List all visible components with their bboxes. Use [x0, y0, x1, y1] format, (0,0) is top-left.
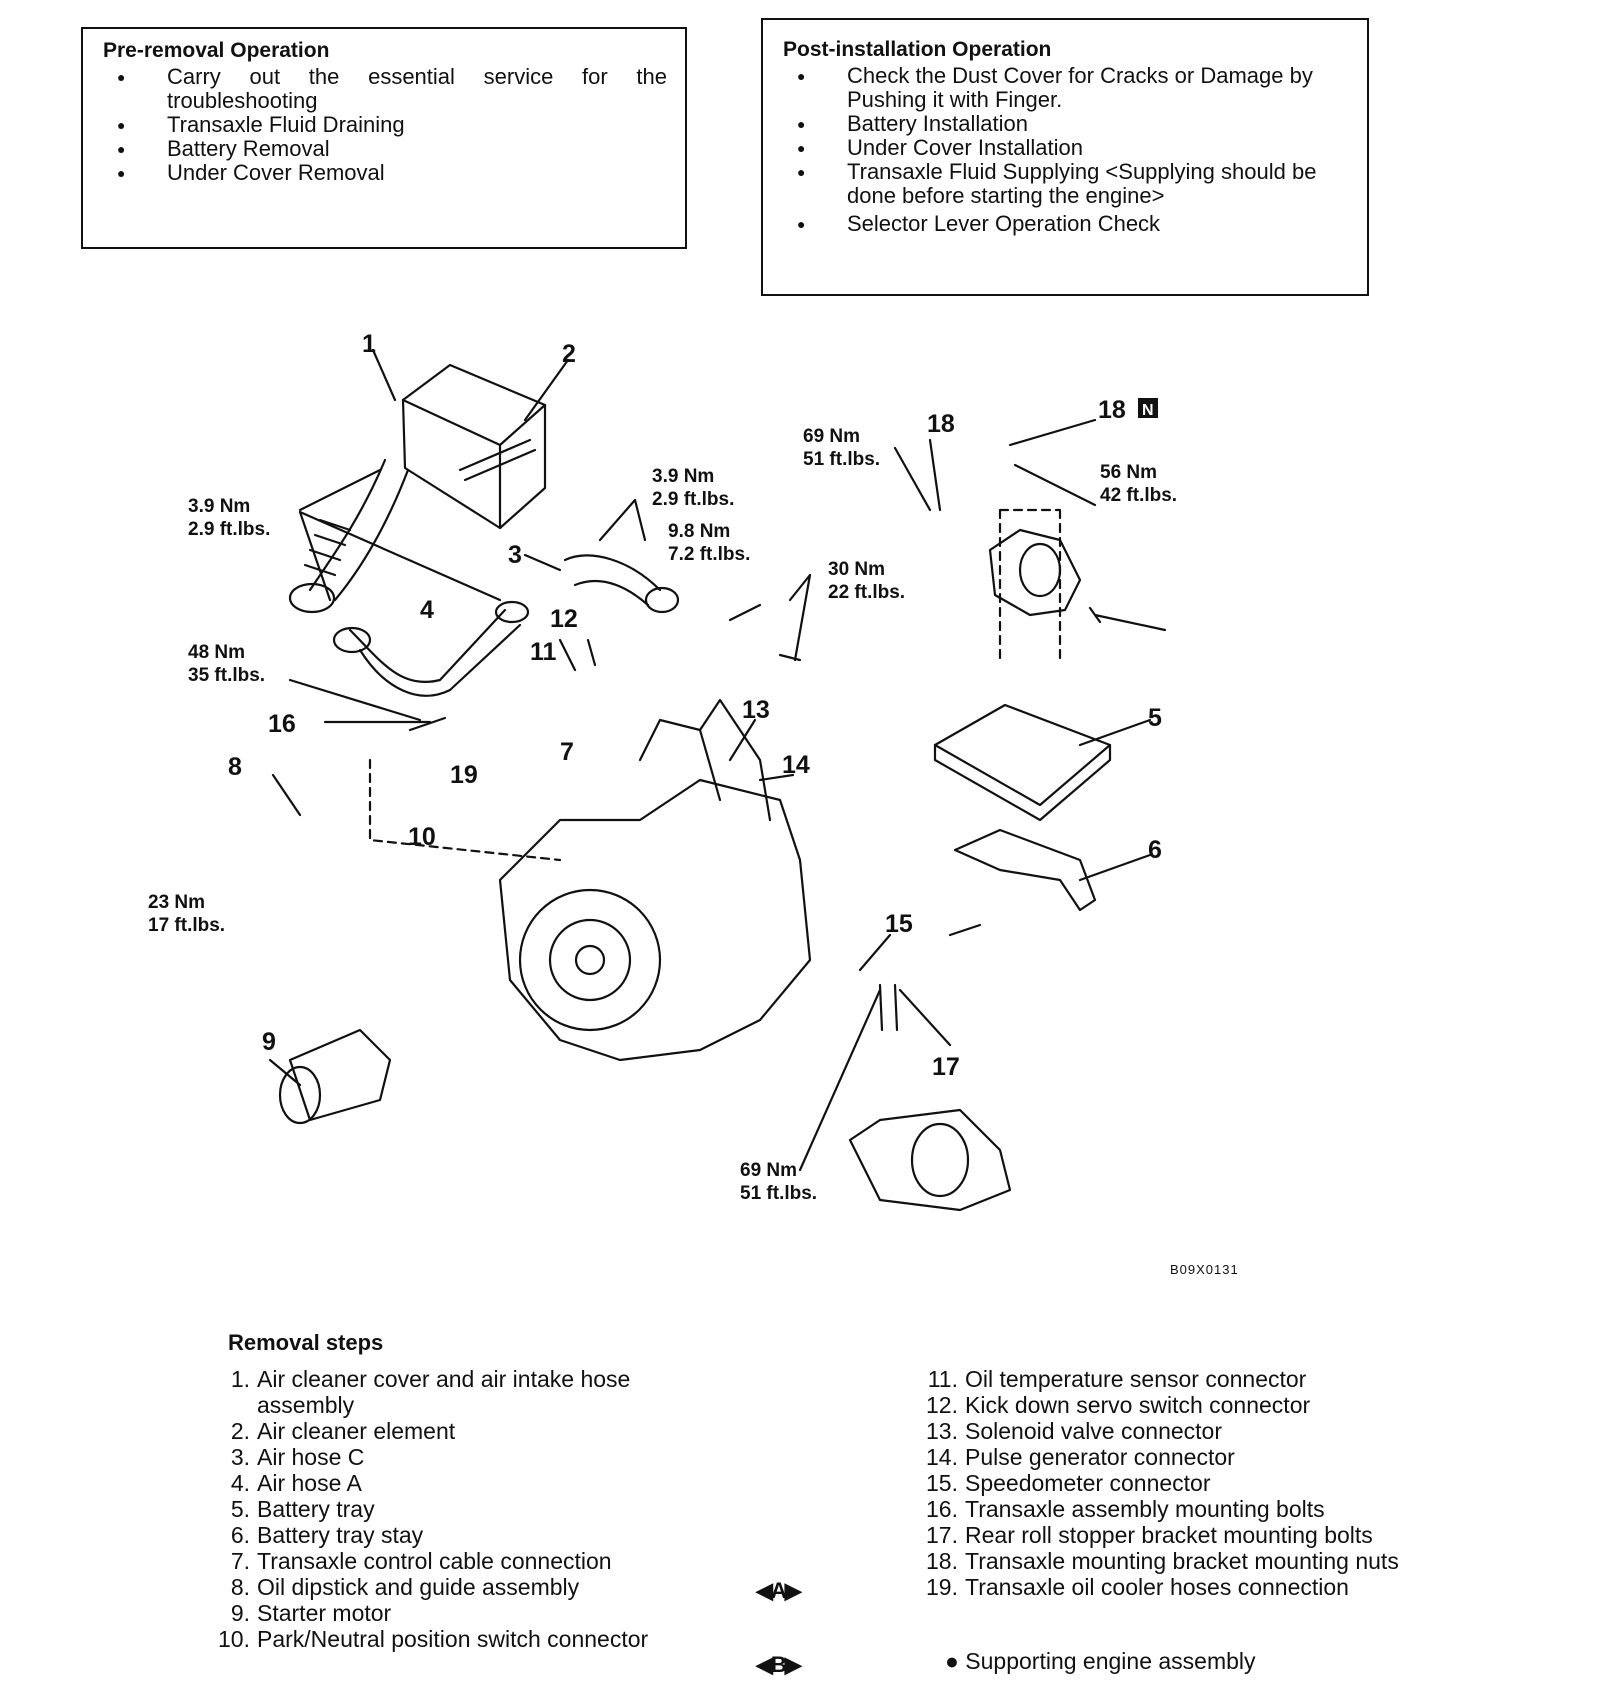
part-label: 10	[408, 823, 436, 851]
roll-stopper-bracket-shape	[848, 1108, 1012, 1212]
part-label: 13	[742, 696, 770, 724]
part-label: 7	[560, 738, 574, 766]
list-item: 3.Air hose C	[230, 1444, 365, 1470]
list-item: Under Cover Removal	[103, 161, 667, 186]
list-item: 16.Transaxle assembly mounting bolts	[926, 1496, 1325, 1522]
battery-tray-shape	[933, 703, 1112, 807]
pre-removal-box: Pre-removal Operation Carry out the esse…	[81, 27, 687, 249]
post-installation-box: Post-installation Operation Check the Du…	[761, 18, 1369, 296]
list-item: 19.Transaxle oil cooler hoses connection	[926, 1574, 1349, 1600]
post-installation-list: Check the Dust Cover for Cracks or Damag…	[783, 64, 1349, 237]
torque-value: 51 ft.lbs.	[740, 1183, 817, 1204]
torque-value: 17 ft.lbs.	[148, 915, 225, 936]
list-item: 9.Starter motor	[230, 1600, 392, 1626]
torque-value: 69 Nm	[740, 1160, 797, 1181]
part-label: 5	[1148, 704, 1162, 732]
list-item: Carry out the essential service for the …	[103, 65, 667, 113]
list-item: 17.Rear roll stopper bracket mounting bo…	[926, 1522, 1373, 1548]
list-item: 12.Kick down servo switch connector	[926, 1392, 1311, 1418]
list-item: Battery Installation	[783, 112, 1349, 137]
part-label: 12	[550, 605, 578, 633]
part-label: 19	[450, 761, 478, 789]
sub-bullet-item: ● Supporting engine assembly	[945, 1648, 1256, 1674]
step-marker-a: ◀A▶	[756, 1578, 802, 1603]
part-label: 8	[228, 753, 242, 781]
removal-steps-right: 11.Oil temperature sensor connector 12.K…	[904, 1366, 1424, 1600]
part-label: 16	[268, 710, 296, 738]
part-label: 18	[1098, 396, 1126, 424]
torque-value: 42 ft.lbs.	[1100, 485, 1177, 506]
part-label: 18	[927, 410, 955, 438]
part-label: 15	[885, 910, 913, 938]
torque-value: 3.9 Nm	[652, 466, 714, 487]
torque-value: 35 ft.lbs.	[188, 665, 265, 686]
part-label: 1	[362, 330, 376, 358]
starter-motor-shape	[288, 1028, 392, 1122]
torque-value: 48 Nm	[188, 642, 245, 663]
transaxle-exploded-diagram: 1 2 3 4 5 6 7 8 9 10 11 12 13 14 15 16 1…	[148, 330, 1177, 1212]
list-item: 1.Air cleaner cover and air intake hose …	[230, 1366, 631, 1418]
list-item: Transaxle Fluid Supplying <Supplying sho…	[783, 160, 1349, 208]
step-marker-b: ◀B▶	[756, 1652, 802, 1677]
list-item: 18.Transaxle mounting bracket mounting n…	[926, 1548, 1399, 1574]
figure-code: B09X0131	[1170, 1262, 1239, 1277]
part-label: 9	[262, 1028, 276, 1056]
list-item: 10.Park/Neutral position switch connecto…	[218, 1626, 649, 1652]
air-cleaner-shape	[401, 363, 547, 530]
torque-labels: 3.9 Nm 2.9 ft.lbs. 3.9 Nm 2.9 ft.lbs. 9.…	[148, 426, 1177, 1204]
list-item: Transaxle Fluid Draining	[103, 113, 667, 138]
new-part-mark	[1138, 398, 1158, 418]
torque-value: 9.8 Nm	[668, 521, 730, 542]
list-item: 2.Air cleaner element	[230, 1418, 456, 1444]
torque-value: 7.2 ft.lbs.	[668, 544, 750, 565]
new-part-mark-letter: N	[1142, 402, 1154, 419]
removal-steps-left: 1.Air cleaner cover and air intake hose …	[212, 1366, 692, 1652]
intake-hose-shape	[308, 458, 410, 602]
torque-value: 3.9 Nm	[188, 496, 250, 517]
torque-value: 56 Nm	[1100, 462, 1157, 483]
torque-value: 30 Nm	[828, 559, 885, 580]
mounting-bracket-shape	[988, 528, 1082, 617]
part-label: 17	[932, 1053, 960, 1081]
air-hose-c-shape	[563, 554, 662, 607]
list-item: 15.Speedometer connector	[926, 1470, 1211, 1496]
torque-value: 51 ft.lbs.	[803, 449, 880, 470]
list-item: Battery Removal	[103, 137, 667, 162]
part-label: 3	[508, 541, 522, 569]
list-item: 13.Solenoid valve connector	[926, 1418, 1222, 1444]
list-item: 11.Oil temperature sensor connector	[927, 1366, 1307, 1392]
part-label: 14	[782, 751, 810, 779]
list-item: Selector Lever Operation Check	[783, 212, 1349, 237]
torque-value: 23 Nm	[148, 892, 205, 913]
torque-value: 22 ft.lbs.	[828, 582, 905, 603]
part-label: 11	[530, 638, 557, 666]
part-label: 2	[562, 340, 576, 368]
pre-removal-title: Pre-removal Operation	[103, 39, 330, 62]
list-item: 4.Air hose A	[230, 1470, 362, 1496]
battery-tray-stay-shape	[953, 828, 1097, 912]
air-hose-a-shape	[348, 608, 522, 697]
post-installation-title: Post-installation Operation	[783, 38, 1052, 61]
torque-value: 69 Nm	[803, 426, 860, 447]
pre-removal-list: Carry out the essential service for the …	[103, 65, 667, 186]
removal-steps-title: Removal steps	[228, 1330, 384, 1355]
list-item: Under Cover Installation	[783, 136, 1349, 161]
list-item: 6.Battery tray stay	[230, 1522, 424, 1548]
part-labels: 1 2 3 4 5 6 7 8 9 10 11 12 13 14 15 16 1…	[228, 330, 1162, 1081]
list-item: Check the Dust Cover for Cracks or Damag…	[783, 64, 1349, 112]
torque-value: 2.9 ft.lbs.	[188, 519, 270, 540]
list-item: 8.Oil dipstick and guide assembly	[230, 1574, 580, 1600]
part-label: 6	[1148, 836, 1162, 864]
list-item: 5.Battery tray	[230, 1496, 375, 1522]
part-label: 4	[420, 596, 434, 624]
torque-value: 2.9 ft.lbs.	[652, 489, 734, 510]
list-item: 14.Pulse generator connector	[926, 1444, 1235, 1470]
list-item: 7.Transaxle control cable connection	[230, 1548, 612, 1574]
transaxle-body-shape	[498, 778, 812, 1062]
